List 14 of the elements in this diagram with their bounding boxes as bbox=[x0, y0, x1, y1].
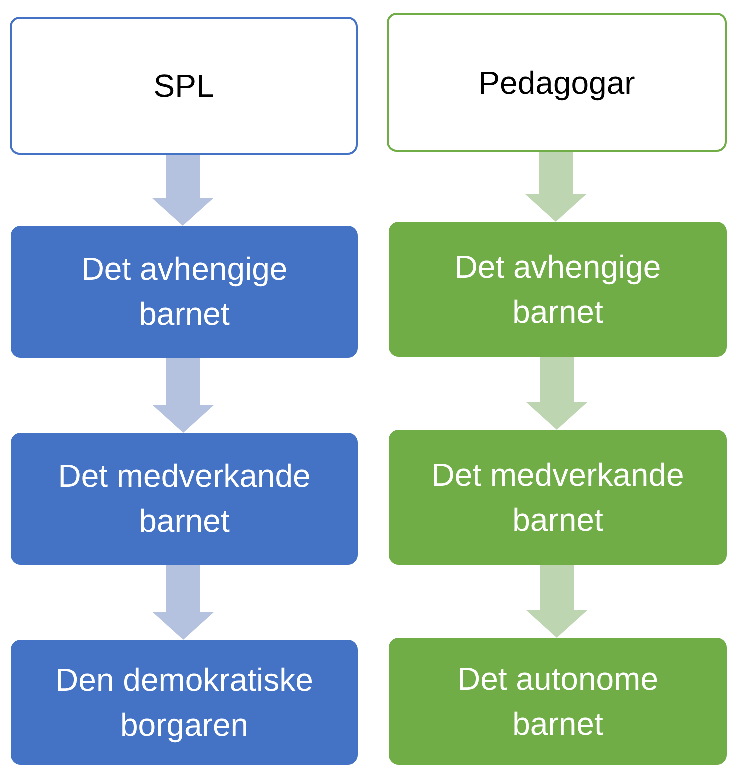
stage-box: Det autonome barnet bbox=[389, 638, 727, 765]
stage-box: Det avhengige barnet bbox=[389, 222, 727, 357]
block-arrow bbox=[525, 152, 587, 222]
stage-box: Det medverkande barnet bbox=[11, 433, 358, 565]
block-arrow bbox=[526, 565, 588, 638]
block-arrow bbox=[526, 357, 588, 430]
block-arrow bbox=[152, 358, 214, 433]
header-box: SPL bbox=[10, 17, 358, 155]
stage-box: Den demokratiske borgaren bbox=[11, 640, 358, 765]
stage-box: Det medverkande barnet bbox=[389, 430, 727, 565]
block-arrow bbox=[152, 155, 214, 226]
stage-box: Det avhengige barnet bbox=[11, 226, 358, 358]
block-arrow bbox=[152, 565, 214, 640]
header-box: Pedagogar bbox=[387, 13, 727, 152]
